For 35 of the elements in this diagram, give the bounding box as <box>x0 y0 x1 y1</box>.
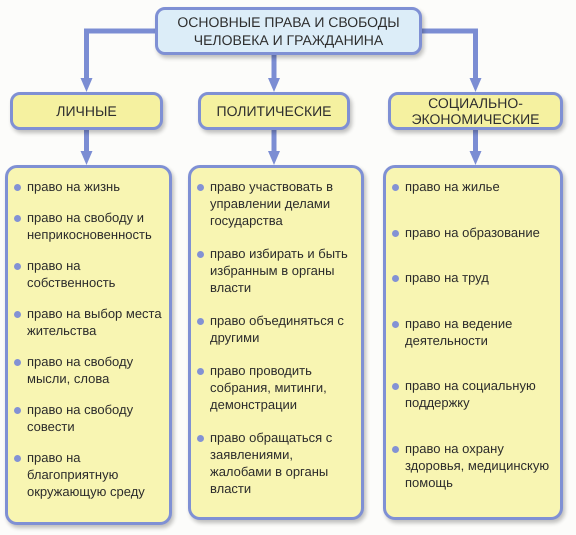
list-item-text: право обращаться с заявлениями, жалобами в органы власти <box>210 429 334 497</box>
title-box <box>155 7 422 55</box>
list-box <box>383 165 563 520</box>
list-box <box>5 165 172 525</box>
list-item-text: право проводить собрания, митинги, демонстрации <box>210 362 328 413</box>
arrow <box>268 130 280 165</box>
list-item-text: право на благоприятную окружающую среду <box>27 449 146 500</box>
category-box <box>388 92 563 130</box>
list-item-text: право на свободу мысли, слова <box>27 353 134 387</box>
arrow <box>80 130 92 165</box>
arrow <box>80 28 155 92</box>
list-item-text: право на социальную поддержку <box>405 377 537 412</box>
arrow <box>268 55 280 92</box>
category-title: ПОЛИТИЧЕСКИЕ <box>216 103 332 119</box>
list-item-text: право на охрану здоровья, медицинскую помощь <box>405 440 550 491</box>
category-box <box>10 92 163 130</box>
list-item-text: право на жилье <box>405 178 501 195</box>
list-item-text: право на собственность <box>27 257 116 291</box>
list-item-text: право на свободу совести <box>27 401 134 435</box>
list-item-text: право на выбор места жительства <box>27 305 163 339</box>
list-item-text: право на жизнь <box>27 178 121 195</box>
list-item-text: право участвовать в управлении делами государства <box>210 178 334 229</box>
list-item-text: право на труд <box>405 269 490 286</box>
arrow <box>422 28 482 92</box>
list-item-text: право на образование <box>405 224 541 241</box>
list-item-text: право избирать и быть избранным в органы власти <box>210 245 349 296</box>
category-title: ЛИЧНЫЕ <box>56 103 117 119</box>
list-item-text: право на ведение деятельности <box>405 314 514 349</box>
arrow <box>470 130 482 165</box>
heading-text: ОСНОВНЫЕ ПРАВА И СВОБОДЫ ЧЕЛОВЕКА И ГРАЖДАНИНА <box>176 13 401 49</box>
category-box <box>198 92 350 130</box>
category-title: СОЦИАЛЬНО-ЭКОНОМИЧЕСКИЕ <box>410 95 540 127</box>
list-item-text: право объединяться с другими <box>210 312 345 346</box>
list-item-text: право на свободу и неприкосновенность <box>27 209 153 243</box>
list-box <box>188 165 364 520</box>
